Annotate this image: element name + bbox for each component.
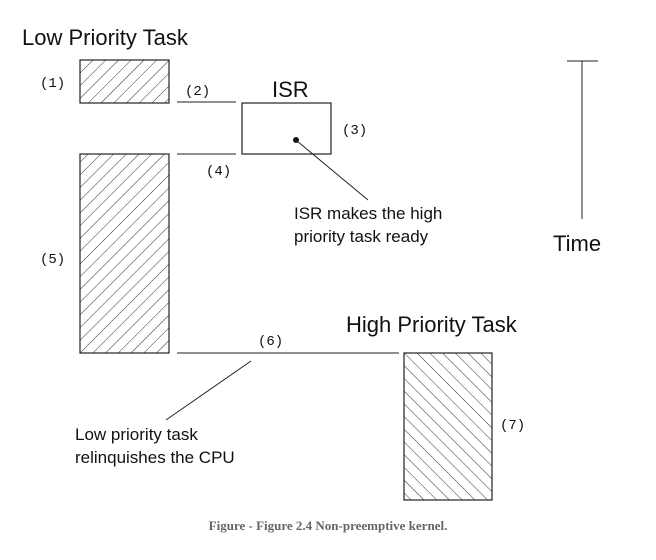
low-task-block-1 — [79, 59, 170, 104]
cpu-note-line-2: relinquishes the CPU — [75, 448, 235, 467]
isr-box — [241, 102, 332, 155]
high-task-block — [403, 352, 493, 501]
marker-7: (7) — [500, 418, 525, 434]
isr-note-line-2: priority task ready — [294, 227, 429, 246]
low-task-block-2 — [79, 153, 170, 354]
low-priority-task-title: Low Priority Task — [22, 25, 189, 50]
cpu-note-line-1: Low priority task — [75, 425, 198, 444]
figure-caption: Figure - Figure 2.4 Non-preemptive kerne… — [209, 518, 448, 533]
isr-note-leader — [296, 140, 369, 201]
high-priority-task-title: High Priority Task — [346, 312, 518, 337]
isr-note-line-1: ISR makes the high — [294, 204, 442, 223]
isr-title: ISR — [272, 77, 309, 102]
marker-2: (2) — [185, 84, 210, 100]
time-label: Time — [553, 231, 601, 256]
marker-1: (1) — [40, 76, 65, 92]
marker-4: (4) — [206, 164, 231, 180]
marker-3: (3) — [342, 123, 367, 139]
marker-5: (5) — [40, 252, 65, 268]
cpu-note-leader — [165, 360, 252, 421]
marker-6: (6) — [258, 334, 283, 350]
